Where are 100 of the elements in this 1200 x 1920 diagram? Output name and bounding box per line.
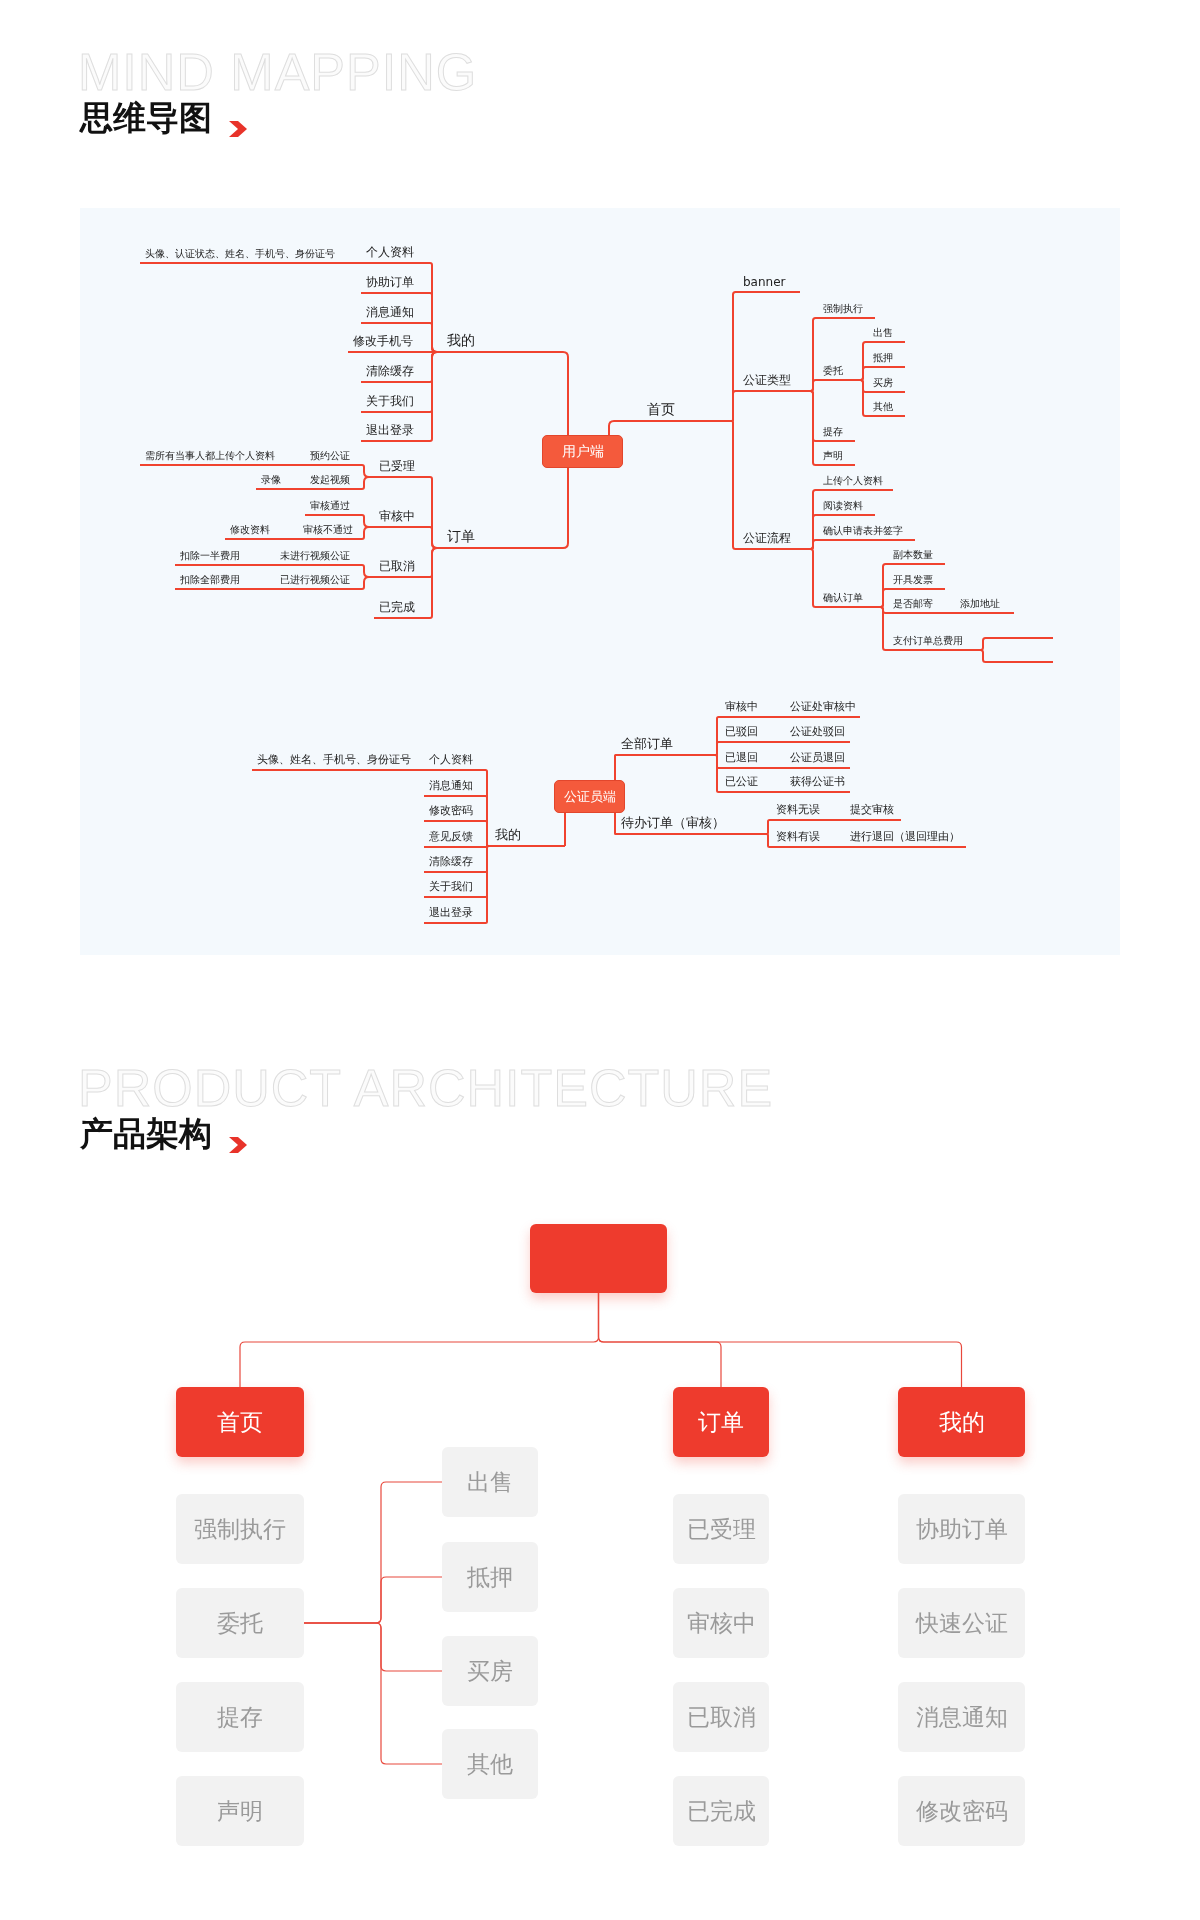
branch-topic: 首页: [642, 399, 730, 422]
branch-topic: 修改手机号: [348, 332, 428, 353]
branch-topic: 公证类型: [738, 371, 808, 392]
item-box: 买房: [442, 1636, 538, 1706]
branch-topic: 清除缓存: [361, 362, 428, 383]
branch-line: [840, 819, 846, 821]
branch-line: [359, 576, 375, 590]
branch-topic: 修改资料: [225, 521, 293, 540]
branch-topic: 关于我们: [361, 392, 428, 413]
branch-line: [299, 464, 306, 466]
branch-topic: 个人资料: [424, 751, 484, 771]
branch-topic: 我的: [490, 825, 565, 847]
branch-topic: 发起视频: [305, 471, 360, 490]
branch-topic: 资料有误: [771, 828, 841, 848]
connector-line: [597, 1292, 963, 1388]
branch-topic: 审核中: [720, 698, 780, 718]
branch-topic: 是否邮寄: [888, 595, 949, 614]
branch-line: [418, 769, 425, 771]
branch-topic: 确认申请表并签字: [818, 522, 915, 541]
branch-line: [977, 649, 989, 663]
branch-topic: 公证员退回: [785, 749, 850, 769]
item-box: 消息通知: [898, 1682, 1025, 1752]
branch-topic: 开具发票: [888, 571, 945, 590]
branch-line: [483, 845, 491, 924]
branch-line: [713, 754, 721, 793]
category-box: 订单: [673, 1387, 769, 1457]
branch-line: [779, 791, 786, 793]
category-box: 我的: [898, 1387, 1025, 1457]
branch-topic: 清除缓存: [424, 853, 484, 873]
branch-topic: 扣除一半费用: [175, 547, 270, 566]
branch-line: [608, 420, 643, 436]
branch-topic: 抵押: [868, 349, 905, 368]
branch-topic: 未进行视频公证: [275, 547, 360, 566]
branch-line: [877, 606, 889, 651]
branch-topic: 出售: [868, 324, 905, 343]
branch-line: [857, 379, 869, 417]
item-box: 已取消: [673, 1682, 769, 1752]
branch-topic: 其他: [868, 398, 905, 417]
branch-line: [269, 588, 276, 590]
branch-line: [614, 754, 617, 781]
branch-line: [729, 390, 739, 422]
branch-topic: 修改密码: [424, 802, 484, 822]
item-box: 其他: [442, 1729, 538, 1799]
branch-topic: 审核中: [374, 507, 428, 528]
item-box: 委托: [176, 1588, 304, 1658]
root-topic-box: 用户端: [542, 435, 623, 468]
branch-line: [779, 767, 786, 769]
branch-topic: 消息通知: [361, 303, 428, 324]
root-topic-box: 公证员端: [554, 780, 625, 813]
branch-topic: 审核不通过: [298, 521, 360, 540]
branch-topic: 进行退回（退回理由）: [845, 828, 966, 848]
branch-topic: 已完成: [374, 598, 428, 619]
branch-topic: 支付订单总费用: [888, 632, 978, 651]
branch-topic: 声明: [818, 447, 855, 466]
branch-topic: 公证处审核中: [785, 698, 860, 718]
branch-topic: 意见反馈: [424, 828, 484, 848]
branch-topic: 副本数量: [888, 546, 945, 565]
branch-topic: 添加地址: [955, 595, 1014, 614]
branch-topic: 提存: [818, 423, 855, 442]
branch-line: [427, 547, 443, 619]
item-box: 修改密码: [898, 1776, 1025, 1846]
branch-topic: 公证流程: [738, 529, 808, 550]
branch-line: [269, 564, 276, 566]
branch-topic: 退出登录: [424, 904, 484, 924]
item-box: 审核中: [673, 1588, 769, 1658]
branch-line: [299, 488, 306, 490]
item-box: 出售: [442, 1447, 538, 1517]
branch-line: [807, 548, 819, 608]
branch-line: [354, 262, 362, 264]
item-box: 声明: [176, 1776, 304, 1846]
root-box: [530, 1224, 667, 1293]
branch-line: [292, 538, 299, 540]
branch-line: [427, 351, 443, 442]
branch-topic: 退出登录: [361, 421, 428, 442]
branch-topic: 上传个人资料: [818, 472, 893, 491]
section-heading: 思维导图: [80, 100, 212, 137]
branch-topic: 公证处驳回: [785, 723, 850, 743]
branch-topic: 审核通过: [305, 497, 360, 516]
branch-topic: 已取消: [374, 557, 428, 578]
branch-line: [764, 819, 772, 835]
section-heading: 产品架构: [80, 1116, 212, 1153]
branch-topic: banner: [738, 272, 800, 293]
branch-topic: 待办订单（审核）: [616, 813, 765, 835]
branch-line: [840, 846, 846, 848]
branch-line: [359, 526, 375, 540]
branch-topic: 委托: [818, 362, 858, 381]
branch-topic: 录像: [256, 471, 300, 490]
branch-line: [564, 812, 566, 847]
branch-topic: 预约公证: [305, 447, 360, 466]
branch-topic: 需所有当事人都上传个人资料: [140, 447, 300, 466]
branch-line: [522, 351, 569, 436]
branch-topic: 已退回: [720, 749, 780, 769]
branch-topic: 订单: [442, 526, 523, 549]
branch-line: [713, 741, 721, 756]
branch-topic: 头像、认证状态、姓名、手机号、身份证号: [140, 245, 355, 264]
branch-topic: 全部订单: [616, 734, 714, 756]
branch-topic: 协助订单: [361, 273, 428, 294]
branch-topic: 确认订单: [818, 589, 878, 608]
branch-topic: 我的: [442, 330, 523, 353]
branch-line: [948, 612, 956, 614]
